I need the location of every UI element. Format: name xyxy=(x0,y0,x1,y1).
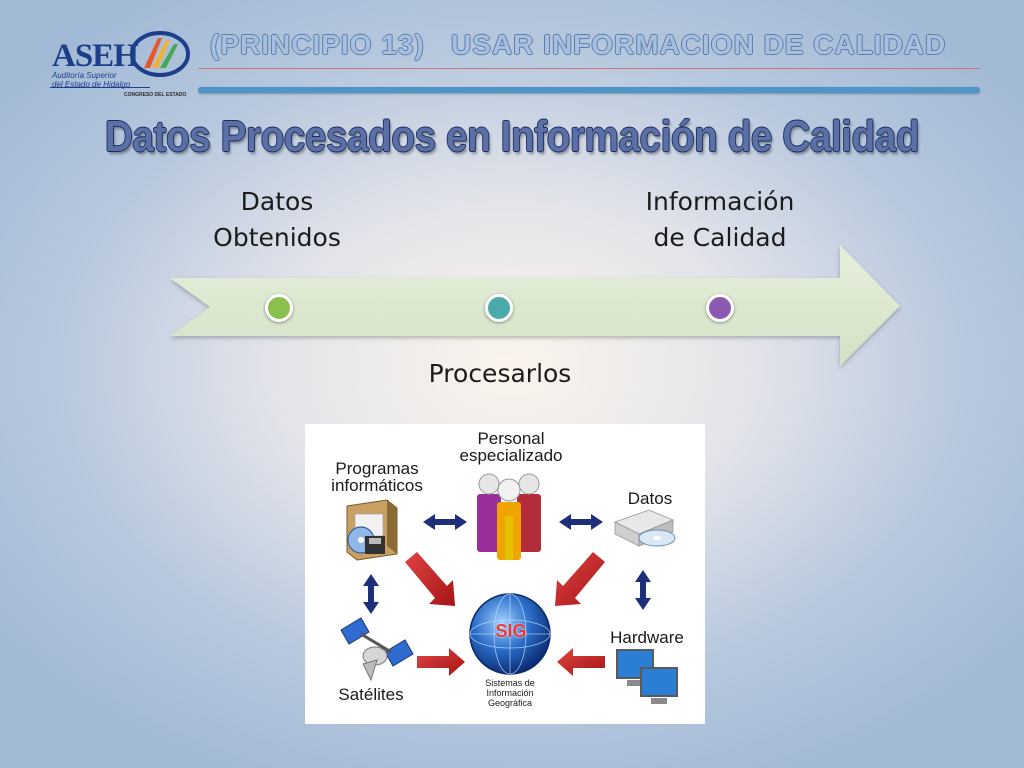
sig-diagram: Programas informáticos Personal especial… xyxy=(305,424,705,724)
main-title: Datos Procesados en Información de Calid… xyxy=(104,112,920,161)
satellite-icon xyxy=(340,617,414,682)
header-divider-thin xyxy=(198,68,980,69)
sig-center-label: SIG xyxy=(495,621,527,641)
step-2-label: Procesarlos xyxy=(428,359,572,388)
logo-subtitle: Auditoría Superior del Estado de Hidalgo xyxy=(52,71,131,89)
header-divider-thick xyxy=(198,87,980,93)
logo-emblem-icon xyxy=(130,31,190,77)
sig-node-datos: Datos xyxy=(627,489,673,508)
sig-diagram-graphics xyxy=(340,473,678,704)
disk-drive-icon xyxy=(613,509,676,547)
logo-caption: CONGRESO DEL ESTADO xyxy=(124,92,187,98)
step-1-dot xyxy=(265,294,293,322)
sig-node-satelites: Satélites xyxy=(338,685,404,704)
people-icon xyxy=(477,473,541,560)
link-arrows xyxy=(363,514,651,614)
sig-node-programas: Programas informáticos xyxy=(331,459,423,495)
software-box-icon xyxy=(346,499,398,561)
logo: ASEH Auditoría Superior del Estado de Hi… xyxy=(0,0,200,100)
logo-divider xyxy=(50,87,150,88)
sig-center-caption: Sistemas de Información Geográfica xyxy=(485,678,535,708)
sig-globe-icon xyxy=(469,593,551,675)
sig-node-hardware: Hardware xyxy=(610,628,684,647)
logo-name: ASEH xyxy=(52,38,139,74)
step-3-dot xyxy=(706,294,734,322)
data-flow-arrows xyxy=(405,552,605,676)
step-2-dot xyxy=(485,294,513,322)
header-title: (PRINCIPIO 13) USAR INFORMACION DE CALID… xyxy=(210,29,947,60)
sig-node-personal: Personal especializado xyxy=(459,429,563,465)
computer-monitors-icon xyxy=(616,649,678,704)
